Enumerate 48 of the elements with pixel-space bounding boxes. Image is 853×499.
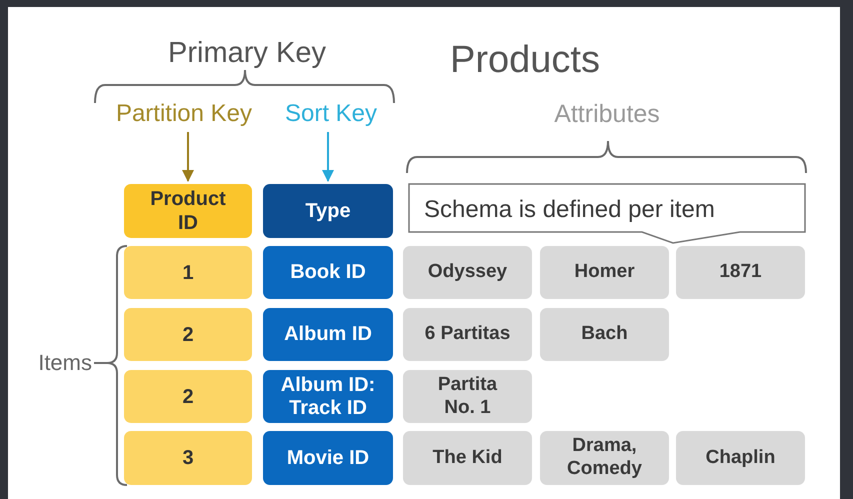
attribute-cell [676, 431, 805, 485]
sort-key-cell [263, 308, 393, 361]
attribute-cell [403, 431, 532, 485]
sort-key-label: Sort Key [272, 98, 390, 130]
attribute-value: Bach [581, 323, 628, 346]
partition-key-header-cell [124, 184, 252, 238]
callout-text: Schema is defined per item [424, 195, 715, 225]
attribute-cell [676, 246, 805, 299]
sort-key-header-cell [263, 184, 393, 238]
partition-key-value: 2 [182, 322, 194, 346]
sort-key-value: Book ID [290, 261, 366, 284]
attribute-value: 1871 [719, 261, 762, 284]
partition-key-label: Partition Key [96, 98, 272, 130]
sort-key-value: Album ID [284, 323, 372, 346]
column-header: Product ID [149, 187, 227, 235]
sort-key-value: Movie ID [286, 446, 370, 470]
partition-key-value: 3 [182, 446, 194, 470]
attribute-value: 6 Partitas [424, 323, 510, 346]
attribute-value: Drama, Comedy [566, 435, 643, 481]
attribute-value: Odyssey [428, 261, 508, 284]
items-label: Items [37, 349, 92, 377]
attribute-cell [540, 308, 669, 361]
partition-key-cell [124, 431, 252, 485]
sort-key-cell [263, 246, 393, 299]
attribute-value: Chaplin [706, 446, 776, 470]
attribute-value: The Kid [432, 446, 502, 470]
partition-key-cell [124, 246, 252, 299]
column-header: Type [305, 199, 351, 223]
partition-key-value: 2 [182, 384, 194, 408]
partition-key-value: 1 [182, 260, 194, 284]
attribute-cell [403, 246, 532, 299]
partition-key-cell [124, 308, 252, 361]
arrow [182, 132, 194, 182]
partition-key-cell [124, 370, 252, 423]
primary-key-heading: Primary Key [167, 36, 327, 71]
attribute-cell [540, 246, 669, 299]
attribute-value: Homer [574, 261, 635, 284]
attribute-cell [403, 370, 532, 423]
arrow [322, 132, 334, 182]
sort-key-cell [263, 431, 393, 485]
sort-key-cell [263, 370, 393, 423]
attribute-value: Partita No. 1 [436, 374, 498, 420]
attribute-cell [403, 308, 532, 361]
callout-box [408, 183, 806, 244]
attribute-cell [540, 431, 669, 485]
sort-key-value: Album ID: Track ID [280, 374, 376, 420]
attributes-heading: Attributes [553, 99, 661, 130]
table-title: Products [449, 38, 601, 83]
